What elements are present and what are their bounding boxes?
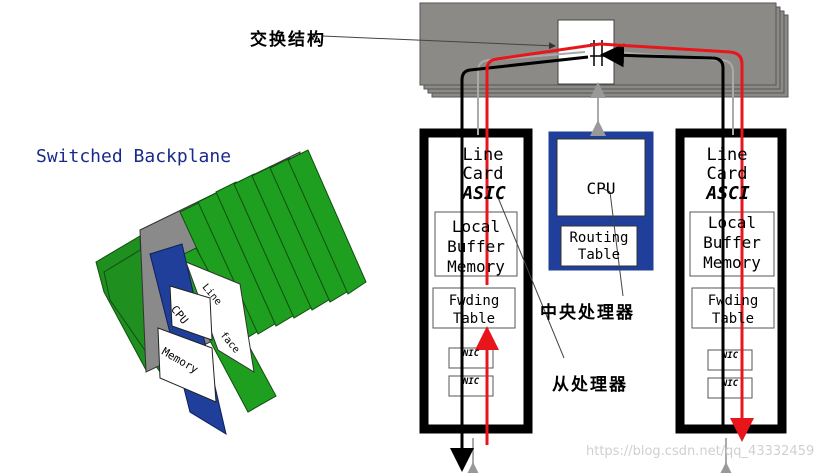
left-line-card (419, 128, 533, 434)
backplane-illustration (95, 149, 367, 436)
right-buffer-line1: Local (707, 213, 757, 232)
watermark-url: https://blog.csdn.net/qq_43332459 (586, 444, 815, 459)
right-buffer-line2: Buffer (703, 233, 761, 252)
right-card-card-label: Card (706, 164, 748, 184)
right-line-card (675, 128, 787, 434)
annotation-lines (321, 35, 624, 359)
right-card-asci-label: ASCI (706, 183, 750, 204)
left-nic-2: NIC (462, 377, 480, 387)
central-processor-label: 中央处理器 (540, 303, 635, 323)
slave-processor-label: 从处理器 (552, 375, 628, 395)
left-nic-1: NIC (462, 349, 480, 359)
routing-table-line1: Routing (569, 230, 629, 246)
routing-table-line2: Table (577, 247, 621, 263)
left-buffer-line1: Local (451, 217, 501, 236)
cpu-card (548, 131, 654, 271)
crossbar-box (557, 19, 615, 85)
cpu-label: CPU (586, 179, 616, 198)
right-card-line-label: Line (706, 145, 748, 165)
left-buffer-line2: Buffer (447, 237, 505, 256)
left-card-card-label: Card (462, 164, 504, 184)
left-fwd-line2: Table (452, 311, 496, 327)
right-nic-2: NIC (721, 379, 739, 389)
switch-fabric-label: 交换结构 (250, 30, 326, 50)
left-card-line-label: Line (462, 145, 504, 165)
right-fwd-line2: Table (711, 311, 755, 327)
right-fwd-line1: Fwding (707, 293, 759, 309)
black-path (450, 43, 725, 472)
left-buffer-line3: Memory (447, 257, 505, 276)
switched-backplane-title: Switched Backplane (36, 146, 232, 167)
right-nic-1: NIC (721, 351, 739, 361)
left-fwd-line1: Fwding (448, 293, 500, 309)
red-path (475, 42, 754, 445)
right-buffer-line3: Memory (703, 253, 761, 272)
left-card-asic-label: ASIC (462, 183, 506, 204)
